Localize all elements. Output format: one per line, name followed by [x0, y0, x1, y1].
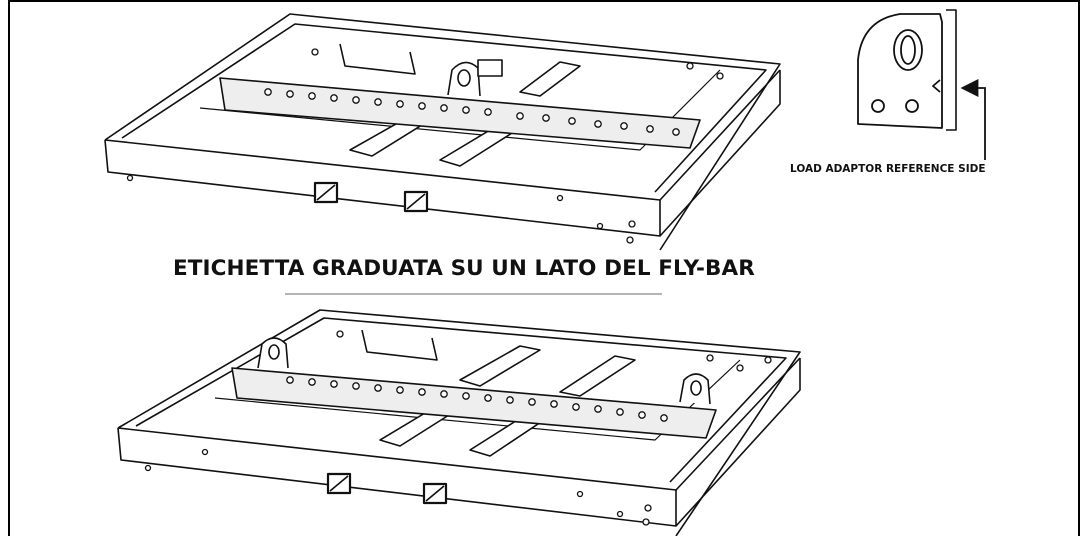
- figure-frame: [8, 0, 1080, 536]
- load-adaptor-detail: [857, 9, 957, 131]
- reference-arrow: [960, 79, 986, 160]
- load-adaptor-reference-label: LOAD ADAPTOR REFERENCE SIDE: [790, 163, 986, 175]
- fly-bar-top: [104, 13, 781, 251]
- fly-bar-bottom: [117, 309, 801, 536]
- fly-bar-caption: ETICHETTA GRADUATA SU UN LATO DEL FLY-BA…: [173, 256, 755, 281]
